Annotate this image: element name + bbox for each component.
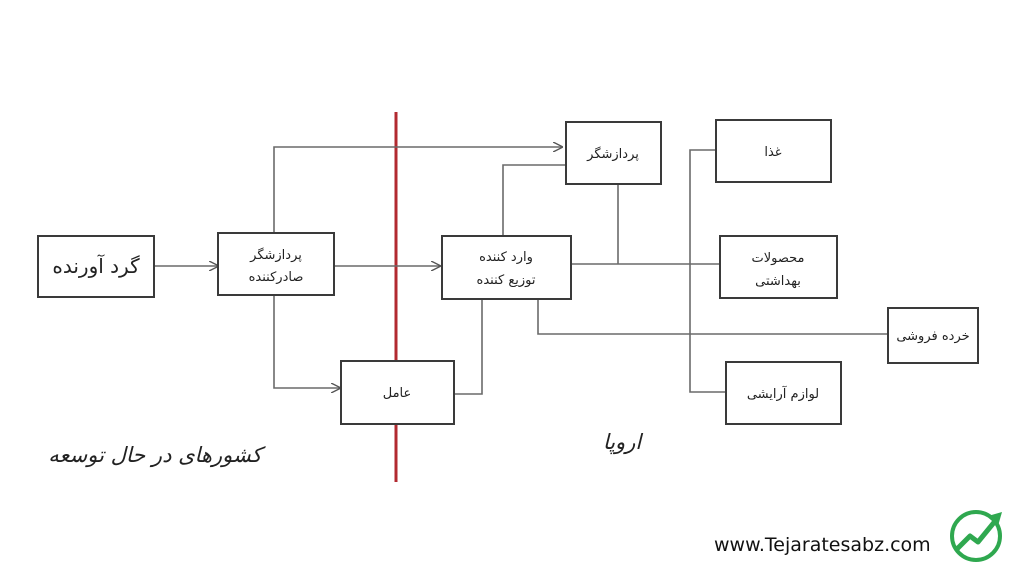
processor-top-label: پردازشگر [586, 146, 639, 162]
cosmetics-label: لوازم آرایشی [747, 385, 819, 402]
processor-exporter-label-line2: صادرکننده [249, 270, 304, 285]
food-label: غذا [764, 145, 781, 160]
importer-distributor-label-line1: وارد کننده [479, 250, 533, 265]
health-products-label-line1: محصولات [752, 251, 805, 266]
node-agent [340, 360, 455, 425]
importer-distributor-label-line2: توزیع کننده [477, 273, 536, 288]
collector-label: گرد آورنده [52, 253, 140, 278]
region-developing-countries: کشورهای در حال توسعه [48, 443, 265, 468]
health-products-label-line2: بهداشتی [755, 274, 801, 289]
node-retail [887, 307, 979, 364]
agent-label: عامل [383, 386, 412, 401]
region-europe: اروپا [603, 430, 644, 455]
node-processor-exporter [217, 232, 335, 296]
edge-bracket-food-cosmetics [689, 149, 726, 393]
node-cosmetics [725, 361, 842, 425]
node-food [715, 119, 832, 183]
edge-importer-to-retail [537, 299, 888, 335]
node-importer-distributor [441, 235, 572, 300]
node-processor-top [565, 121, 662, 185]
edge-exporter-to-agent [273, 296, 340, 388]
growth-chart-logo-icon [950, 510, 1002, 562]
edge-agent-to-importer [454, 300, 483, 395]
node-collector [37, 235, 155, 298]
processor-exporter-label-line1: پردازشگر [249, 247, 302, 263]
edge-importer-to-processor-top [502, 164, 566, 236]
edge-exporter-to-processor-top [273, 147, 562, 234]
retail-label: خرده فروشی [896, 329, 969, 344]
website-url: www.Tejaratesabz.com [714, 534, 931, 556]
node-health-products [719, 235, 838, 299]
